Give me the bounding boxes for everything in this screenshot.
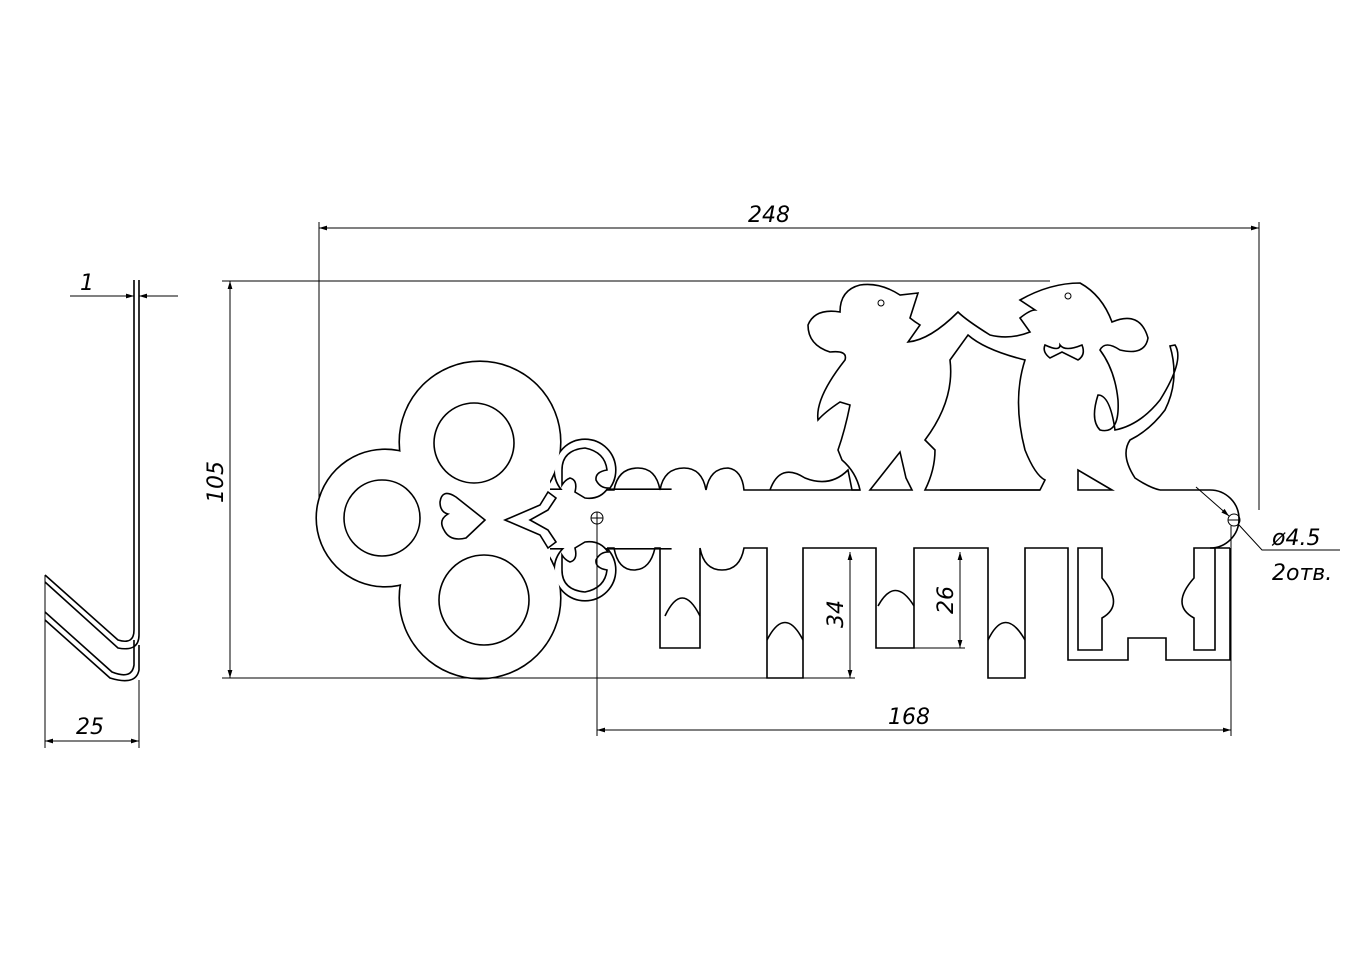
thickness-dimension: 1 <box>80 271 94 296</box>
hole-count-label: 2отв. <box>1272 561 1332 586</box>
side-profile <box>44 280 178 748</box>
bow-hole-left <box>343 479 421 557</box>
key-bow <box>315 360 680 680</box>
key-shaft <box>590 467 1241 679</box>
hole-spacing-dimension: 168 <box>888 705 930 730</box>
bow-hole-top <box>433 402 515 484</box>
hook-depth-dimension: 25 <box>76 715 104 740</box>
overall-length-dimension: 248 <box>748 203 790 228</box>
short-slot-dimension: 26 <box>934 586 959 614</box>
bow-tie <box>1043 342 1085 361</box>
hole-diameter-label: ø4.5 <box>1271 526 1320 551</box>
bow-hole-bottom <box>438 554 530 646</box>
heart-cutout <box>439 492 487 540</box>
dimension-lines <box>222 222 1340 736</box>
mice-silhouette <box>769 282 1179 491</box>
ornament-cutout <box>502 490 558 550</box>
overall-height-dimension: 105 <box>204 461 229 503</box>
long-slot-dimension: 34 <box>824 600 849 628</box>
